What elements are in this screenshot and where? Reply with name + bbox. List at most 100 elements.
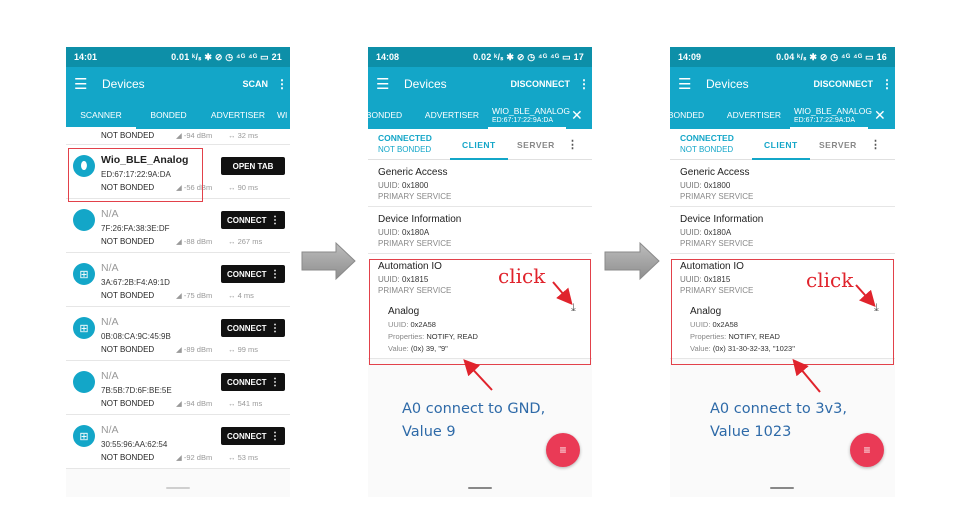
tab-device[interactable]: WIO_BLE_ANALOG ED:67:17:22:9A:DA — [488, 101, 570, 129]
list-item[interactable]: ⊞ N/A 3A:67:2B:F4:A9:1D NOT BONDED ◢ -75… — [66, 253, 290, 307]
service-uuid: UUID: 0x180A — [680, 228, 731, 237]
tab-bonded[interactable]: BONDED — [136, 101, 201, 129]
device-name: N/A — [101, 370, 119, 382]
tab-advertiser[interactable]: ADVERTISER — [201, 101, 275, 129]
characteristic-value: Value: (0x) 39, "9" — [388, 344, 448, 353]
kebab-icon[interactable]: ⋮ — [270, 214, 280, 226]
hamburger-icon[interactable]: ☰ — [678, 75, 692, 93]
tab-bonded[interactable]: BONDED — [368, 101, 404, 129]
bond-status: NOT BONDED — [101, 291, 155, 300]
bond-status: NOT BONDED — [101, 345, 155, 354]
tab-label: SCANNER — [80, 110, 122, 120]
tab-client[interactable]: CLIENT — [752, 129, 810, 160]
kebab-icon[interactable]: ⋮ — [270, 376, 280, 388]
download-icon[interactable]: ⤓ — [874, 302, 879, 314]
app-title: Devices — [404, 77, 447, 91]
close-icon[interactable]: ✕ — [571, 106, 583, 123]
service-generic-access[interactable]: Generic Access UUID: 0x1800 PRIMARY SERV… — [670, 160, 895, 207]
list-item[interactable]: ⊞ N/A 0B:08:CA:9C:45:9B NOT BONDED ◢ -89… — [66, 307, 290, 361]
connect-button[interactable]: CONNECT⋮ — [221, 427, 285, 445]
tab-device-mac: ED:67:17:22:9A:DA — [492, 116, 554, 124]
device-name: N/A — [101, 208, 119, 220]
tab-advertiser[interactable]: ADVERTISER — [420, 101, 484, 129]
disconnect-button[interactable]: DISCONNECT — [510, 79, 570, 89]
list-item[interactable]: N/A 7F:26:FA:38:3E:DF NOT BONDED ◢ -88 d… — [66, 199, 290, 253]
tab-device[interactable]: WIO_BLE_ANALOG ED:67:17:22:9A:DA — [790, 101, 872, 129]
connection-state: CONNECTED — [378, 133, 432, 143]
uuid-value: 0x1815 — [704, 275, 731, 284]
app-title: Devices — [706, 77, 749, 91]
connection-bar: CONNECTED NOT BONDED CLIENT SERVER ⋮ — [368, 129, 592, 160]
disconnect-button[interactable]: DISCONNECT — [813, 79, 873, 89]
tab-label: BONDED — [670, 110, 705, 120]
kebab-icon[interactable]: ⋮ — [270, 268, 280, 280]
tab-bar: SCANNER BONDED ADVERTISER WI — [66, 101, 290, 129]
hamburger-icon[interactable]: ☰ — [376, 75, 390, 93]
list-item[interactable]: NOT BONDED ◢ -94 dBm ↔ 32 ms — [66, 129, 290, 145]
tab-bonded[interactable]: BONDED — [670, 101, 706, 129]
connect-button[interactable]: CONNECT⋮ — [221, 265, 285, 283]
app-title: Devices — [102, 77, 145, 91]
windows-icon: ⊞ — [73, 317, 95, 339]
kebab-icon[interactable]: ⋮ — [870, 139, 881, 151]
service-device-information[interactable]: Device Information UUID: 0x180A PRIMARY … — [368, 207, 592, 254]
tab-advertiser[interactable]: ADVERTISER — [722, 101, 786, 129]
props-label: Properties: — [690, 332, 727, 341]
open-tab-button[interactable]: OPEN TAB — [221, 157, 285, 175]
arrow-to-value — [463, 359, 493, 391]
nav-handle[interactable] — [770, 487, 794, 489]
download-icon[interactable]: ⤓ — [571, 302, 576, 314]
filter-list-icon[interactable]: ≡ — [850, 433, 884, 467]
close-icon[interactable]: ✕ — [874, 106, 886, 123]
connect-button[interactable]: CONNECT⋮ — [221, 211, 285, 229]
kebab-icon[interactable]: ⋮ — [270, 322, 280, 334]
device-list: NOT BONDED ◢ -94 dBm ↔ 32 ms ⬮ Wio_BLE_A… — [66, 129, 290, 469]
device-mac: ED:67:17:22:9A:DA — [101, 170, 171, 179]
filter-list-icon[interactable]: ≡ — [546, 433, 580, 467]
list-item[interactable]: N/A 7B:5B:7D:6F:BE:5E NOT BONDED ◢ -94 d… — [66, 361, 290, 415]
list-item[interactable]: ⊞ N/A 30:55:96:AA:62:54 NOT BONDED ◢ -92… — [66, 415, 290, 469]
service-generic-access[interactable]: Generic Access UUID: 0x1800 PRIMARY SERV… — [368, 160, 592, 207]
interval-text: 53 ms — [237, 453, 259, 462]
kebab-icon[interactable]: ⋮ — [270, 430, 280, 442]
tab-server[interactable]: SERVER — [517, 139, 555, 150]
uuid-value: 0x180A — [704, 228, 732, 237]
list-item[interactable]: ⬮ Wio_BLE_Analog ED:67:17:22:9A:DA NOT B… — [66, 145, 290, 199]
service-automation-io[interactable]: Automation IO UUID: 0x1815 PRIMARY SERVI… — [670, 254, 895, 359]
service-name: Generic Access — [378, 167, 448, 178]
uuid-label: UUID: — [680, 228, 702, 237]
scan-button[interactable]: SCAN — [242, 79, 268, 89]
nav-handle[interactable] — [166, 487, 190, 489]
app-bar: ☰ Devices DISCONNECT ⋮ — [368, 67, 592, 101]
device-mac: 30:55:96:AA:62:54 — [101, 440, 168, 449]
device-name: Wio_BLE_Analog — [101, 154, 189, 166]
uuid-value: 0x1800 — [704, 181, 731, 190]
highlight-box-service — [671, 259, 894, 365]
hamburger-icon[interactable]: ☰ — [74, 75, 88, 93]
interval-value: ↔ 90 ms — [228, 183, 259, 192]
tab-scanner[interactable]: SCANNER — [66, 101, 136, 129]
right-arrow-icon — [604, 241, 660, 281]
device-name: N/A — [101, 424, 119, 436]
characteristic-name: Analog — [690, 306, 722, 317]
interval-text: 267 ms — [237, 237, 263, 246]
tab-device-partial[interactable]: WI — [277, 101, 290, 129]
note-line: Value 9 — [402, 424, 456, 440]
tab-label: BONDED — [368, 110, 403, 120]
service-device-information[interactable]: Device Information UUID: 0x180A PRIMARY … — [670, 207, 895, 254]
bluetooth-tag-icon: ⬮ — [73, 155, 95, 177]
nav-handle[interactable] — [468, 487, 492, 489]
rssi-text: -94 dBm — [183, 399, 213, 408]
tab-server[interactable]: SERVER — [819, 139, 857, 150]
tab-client[interactable]: CLIENT — [450, 129, 508, 160]
service-automation-io[interactable]: Automation IO UUID: 0x1815 PRIMARY SERVI… — [368, 254, 592, 359]
status-icons: 0.01 ᵏ/ₛ ✱ ⊘ ◷ ⁴ᴳ ⁴ᴳ ▭ 21 — [171, 51, 282, 62]
service-type: PRIMARY SERVICE — [680, 286, 754, 295]
tab-label: BONDED — [150, 110, 187, 120]
connect-button[interactable]: CONNECT⋮ — [221, 319, 285, 337]
tab-device-name: WIO_BLE_ANALOG — [794, 105, 872, 116]
connect-button[interactable]: CONNECT⋮ — [221, 373, 285, 391]
kebab-icon[interactable]: ⋮ — [567, 139, 578, 151]
service-name: Device Information — [378, 214, 462, 225]
status-bar: 14:08 0.02 ᵏ/ₛ ✱ ⊘ ◷ ⁴ᴳ ⁴ᴳ ▭ 17 — [368, 47, 592, 67]
